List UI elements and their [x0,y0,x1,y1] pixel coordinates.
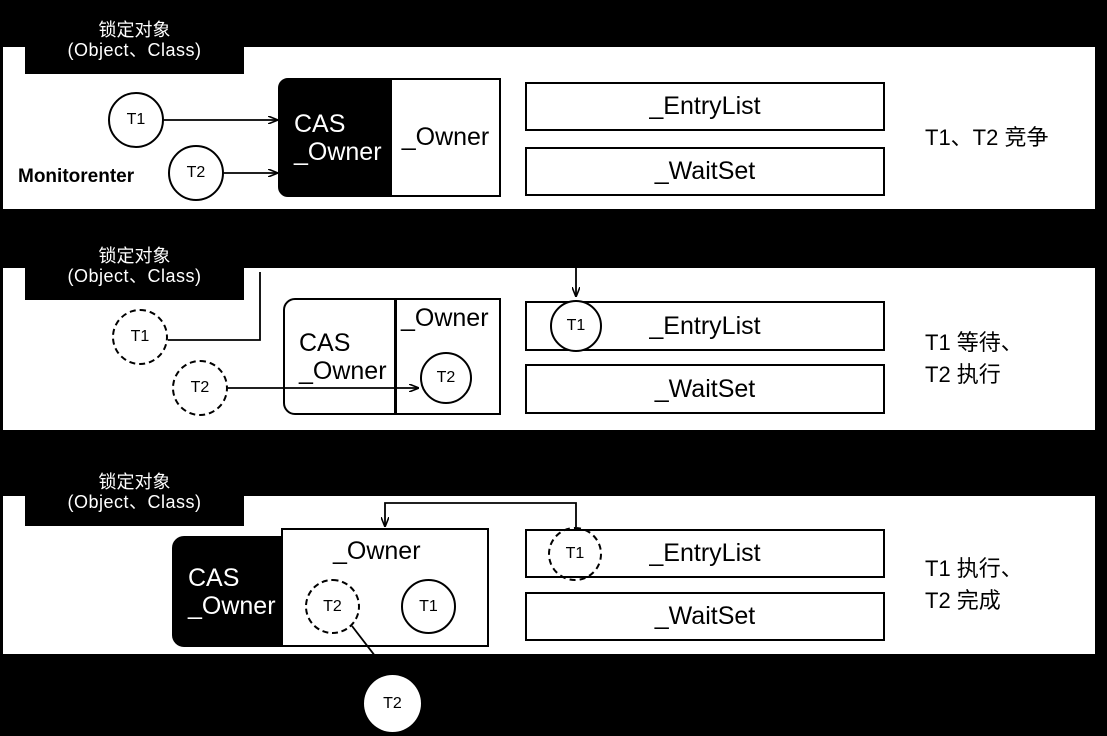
panel-1-caption-line1: T1、T2 竞争 [925,125,1049,150]
cas-line-1: CAS [294,109,346,138]
cas-line-2: _Owner [188,591,276,620]
panel-2-lock-label: 锁定对象 (Object、Class) [25,244,244,300]
panel-1-monitorenter-label: Monitorenter [18,166,135,187]
lock-label-line2: (Object、Class) [67,40,202,61]
panel-1-waitset-box: _WaitSet [525,147,885,196]
panel-2-cas-owner-box: CAS _Owner [283,298,396,415]
panel-1-thread-t2[interactable]: T2 [168,145,224,201]
panel-1-lock-label: 锁定对象 (Object、Class) [25,18,244,74]
panel-3-cas-owner-box: CAS _Owner [172,536,282,647]
panel-3-released-thread-t2[interactable]: T2 [364,675,421,732]
cas-line-2: _Owner [294,137,382,166]
panel-1-thread-t1[interactable]: T1 [108,92,164,148]
lock-label-line1: 锁定对象 [98,20,171,40]
panel-1-caption: T1、T2 竞争 [925,122,1048,154]
cas-owner-text: CAS _Owner [280,110,389,166]
panel-3-caption-line1: T1 执行、 [925,556,1023,581]
panel-2-owner-label: _Owner [401,304,489,332]
panel-2-thread-t1[interactable]: T1 [112,309,168,365]
panel-3-caption: T1 执行、 T2 完成 [925,553,1023,617]
lock-label-line2: (Object、Class) [67,266,202,287]
panel-2-caption-line1: T1 等待、 [925,330,1023,355]
panel-3-caption-line2: T2 完成 [925,587,1001,613]
panel-3-owner-thread-t1[interactable]: T1 [401,579,456,634]
panel-2-entrylist-thread-t1[interactable]: T1 [550,300,602,352]
panel-2-caption: T1 等待、 T2 执行 [925,327,1023,391]
panel-3-entrylist-thread-t1[interactable]: T1 [548,527,602,581]
panel-2-waitset-box: _WaitSet [525,364,885,414]
cas-line-2: _Owner [299,356,387,385]
panel-2-caption-line2: T2 执行 [925,361,1001,387]
cas-line-1: CAS [188,563,240,592]
panel-1-owner-box: _Owner [390,78,501,197]
panel-3-waitset-box: _WaitSet [525,592,885,641]
panel-3-owner-thread-t2[interactable]: T2 [305,579,360,634]
panel-2-thread-t2[interactable]: T2 [172,360,228,416]
panel-1-cas-owner-box: CAS _Owner [278,78,391,197]
panel-3-owner-label: _Owner [333,537,421,565]
cas-owner-text: CAS _Owner [285,329,394,385]
panel-1-entrylist-box: _EntryList [525,82,885,131]
cas-line-1: CAS [299,328,351,357]
lock-label-line1: 锁定对象 [98,472,171,492]
panel-3-lock-label: 锁定对象 (Object、Class) [25,470,244,526]
lock-label-line1: 锁定对象 [98,246,171,266]
lock-label-line2: (Object、Class) [67,492,202,513]
panel-2-owner-thread-t2[interactable]: T2 [420,352,472,404]
cas-owner-text: CAS _Owner [174,564,280,620]
